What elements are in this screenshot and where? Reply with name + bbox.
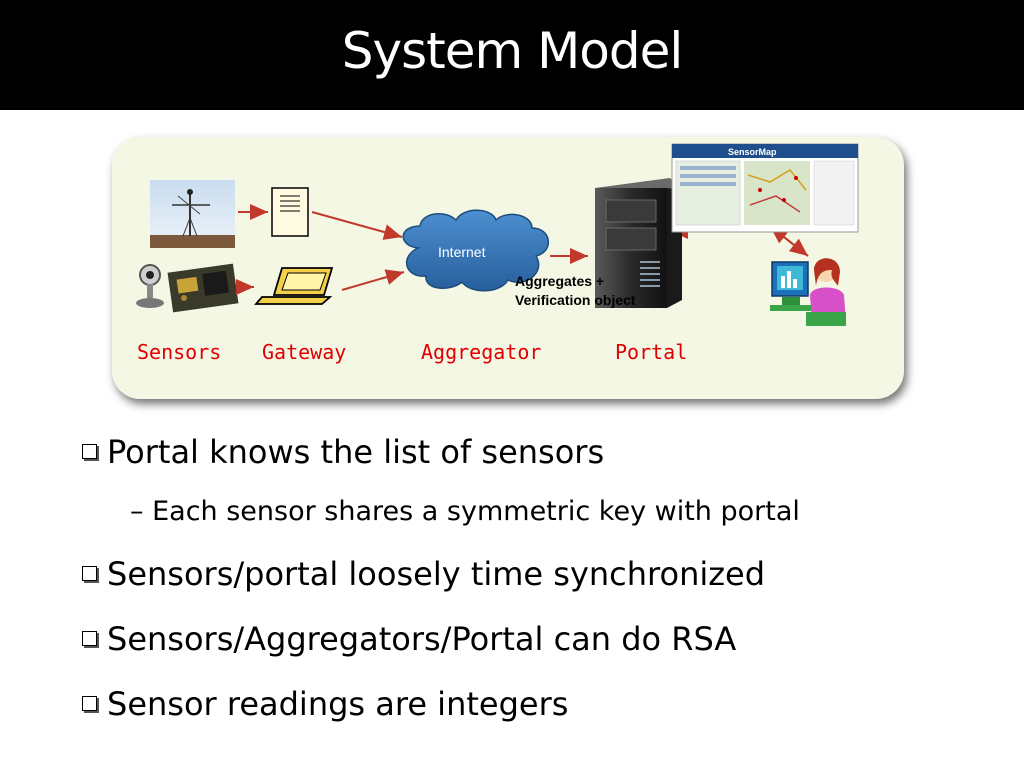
gateway-label: Gateway — [262, 340, 347, 364]
checkbox-bullet-icon — [82, 630, 97, 646]
aggregator-label: Aggregator — [421, 340, 542, 364]
gateway-laptop-icon — [254, 267, 334, 305]
aggregates-note-line1: Aggregates + — [515, 273, 605, 289]
bullet-item: Sensors/portal loosely time synchronized — [82, 555, 765, 593]
dash-bullet-icon: – — [130, 496, 153, 527]
internet-label: Internet — [438, 244, 486, 260]
aggregates-note: Aggregates + Verification object — [515, 272, 636, 310]
bullet-text: Sensor readings are integers — [107, 685, 569, 723]
checkbox-bullet-icon — [82, 565, 97, 581]
bullet-item: Sensors/Aggregators/Portal can do RSA — [82, 620, 736, 658]
checkbox-bullet-icon — [82, 443, 97, 459]
bullet-item: Sensor readings are integers — [82, 685, 568, 723]
system-model-diagram: SensorMap — [136, 143, 859, 326]
sub-bullet-item: – Each sensor shares a symmetric key wit… — [130, 496, 800, 527]
sub-bullet-text: Each sensor shares a symmetric key with … — [152, 496, 800, 527]
bullet-text: Portal knows the list of sensors — [107, 433, 605, 471]
webcam-sensor-image — [136, 263, 239, 313]
checkbox-bullet-icon — [82, 695, 97, 711]
bullet-text: Sensors/Aggregators/Portal can do RSA — [107, 620, 737, 658]
sensors-label: Sensors — [137, 340, 222, 364]
sensormap-brand: SensorMap — [728, 147, 777, 157]
gateway-pc-icon — [271, 187, 309, 237]
aggregates-note-line2: Verification object — [515, 292, 636, 308]
slide-title: System Model — [341, 22, 683, 80]
aggregator-server-icon — [595, 178, 682, 308]
weather-station-image — [150, 180, 235, 248]
title-bar — [0, 0, 1024, 110]
bullet-text: Sensors/portal loosely time synchronized — [107, 555, 766, 593]
internet-cloud-icon — [402, 209, 549, 292]
bullet-item: Portal knows the list of sensors — [82, 433, 604, 471]
portal-user-icon — [770, 258, 846, 326]
sensormap-portal-screenshot: SensorMap — [671, 143, 859, 233]
portal-label: Portal — [615, 340, 688, 364]
